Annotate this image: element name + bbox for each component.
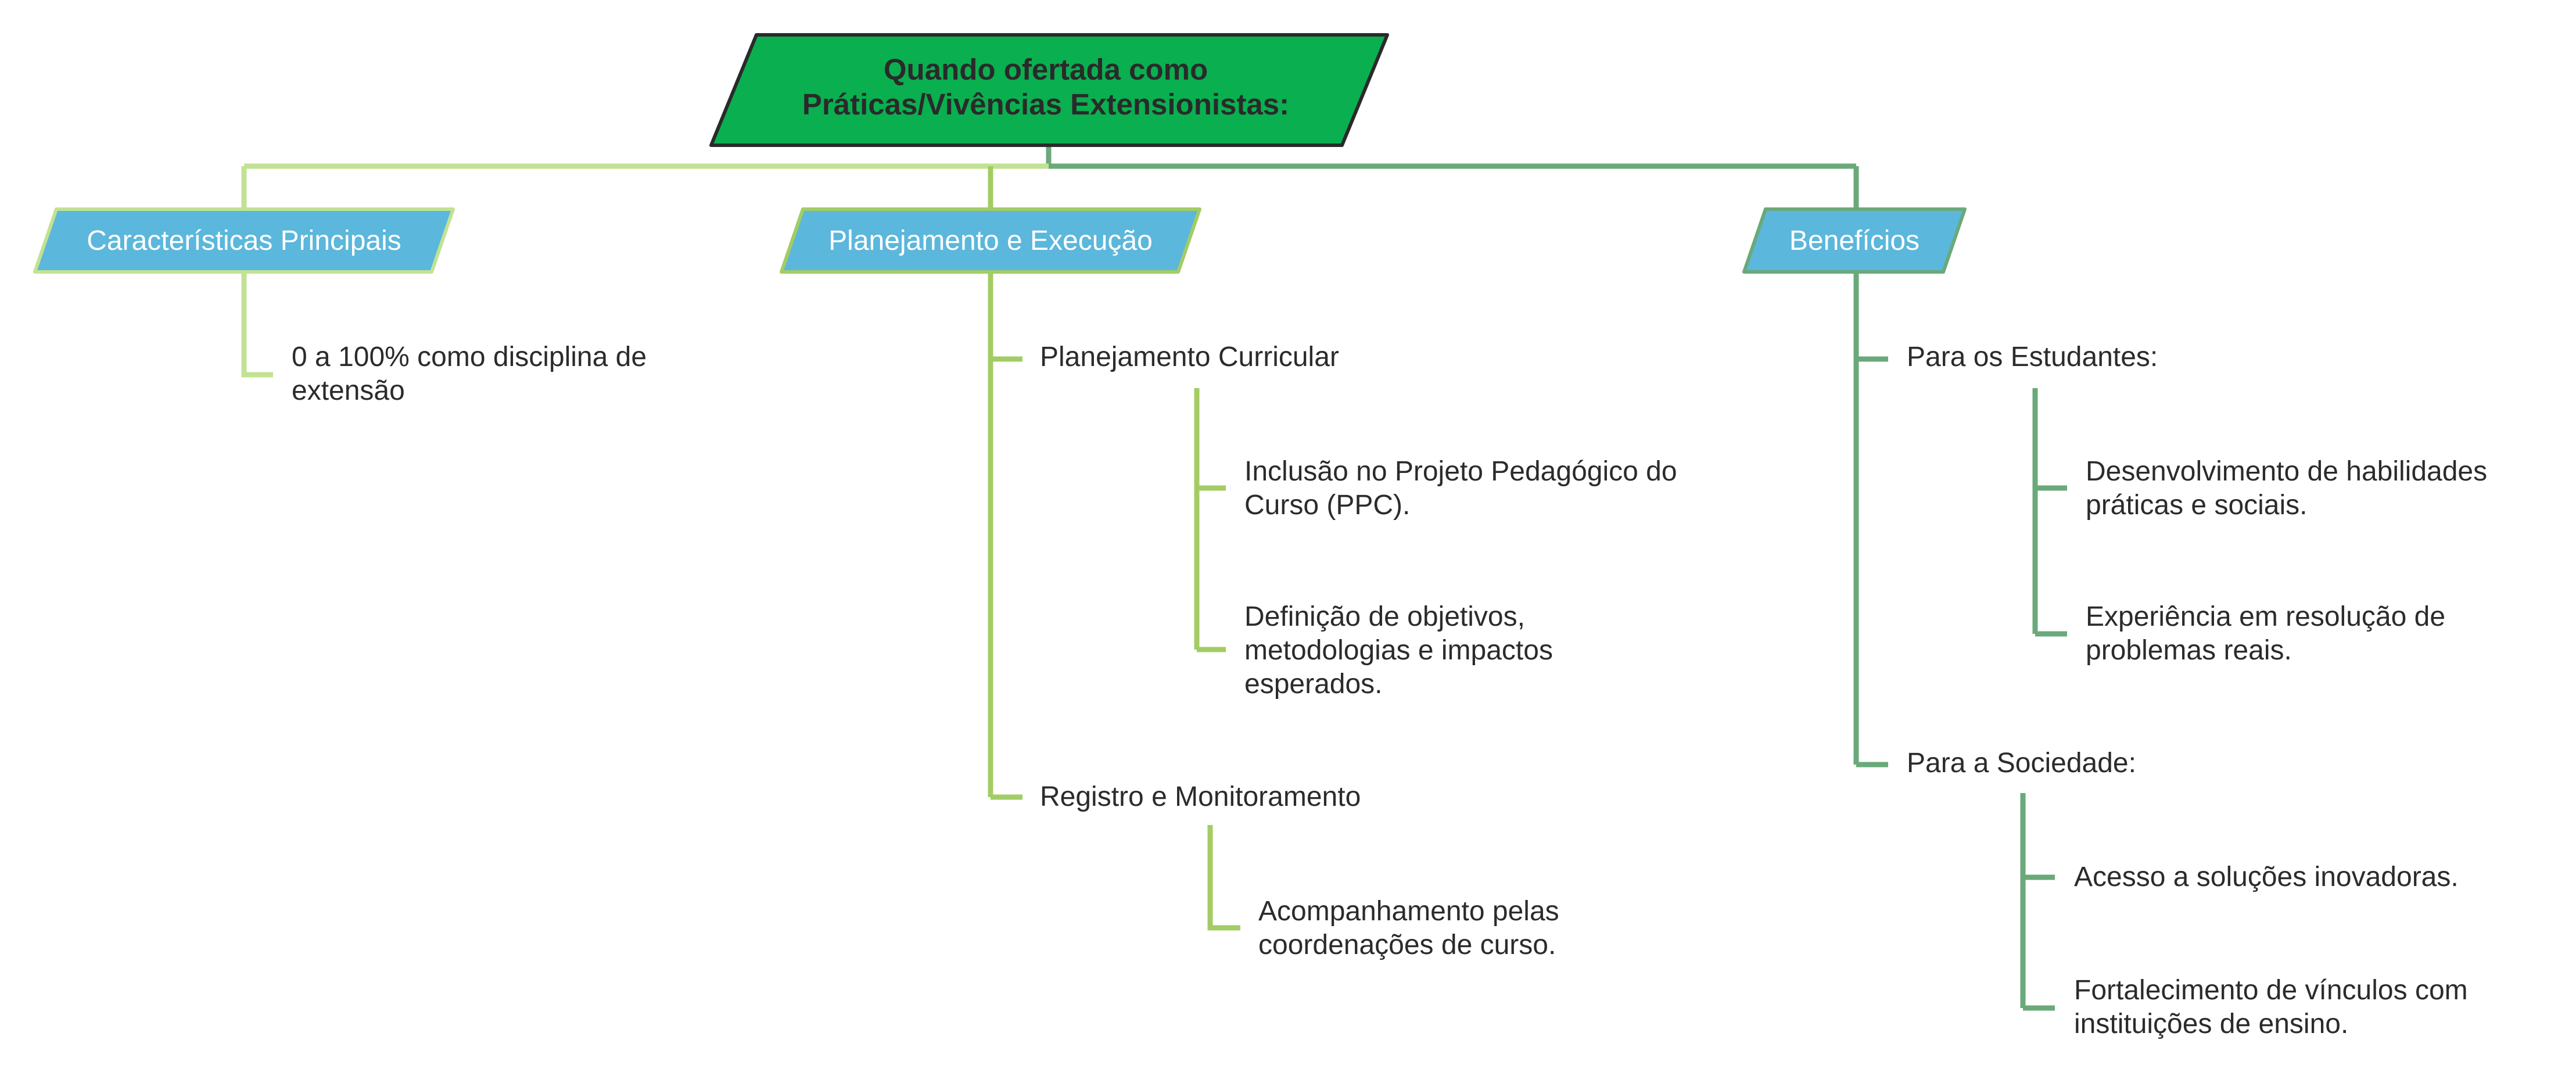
leaf-experiencia-problemas: Experiência em resolução de problemas re… [2086,601,2446,666]
connector-acompanhamento [1207,825,1240,931]
branch-planejamento-shape [780,207,1201,274]
branch-beneficios-label: Benefícios [1789,225,1920,256]
root-topic-text: Quando ofertada como Práticas/Vivências … [720,52,1371,122]
sub-para-estudantes: Para os Estudantes: [1907,342,2158,372]
connector-caracteristicas-leaf [241,272,273,378]
leaf-disciplina-extensao: 0 a 100% como disciplina de extensão [292,342,647,406]
root-topic-shape [709,33,1389,147]
branch-beneficios-shape [1742,207,1967,274]
sub-registro-monitoramento: Registro e Monitoramento [1040,781,1361,812]
leaf-definicao-objetivos: Definição de objetivos, metodologias e i… [1244,601,1553,700]
branch-planejamento-label: Planejamento e Execução [828,225,1153,256]
sub-para-sociedade: Para a Sociedade: [1907,748,2136,779]
leaf-desenvolvimento-habilidades: Desenvolvimento de habilidades práticas … [2086,456,2488,521]
root-line-1: Quando ofertada como [883,53,1208,86]
leaf-acompanhamento: Acompanhamento pelas coordenações de cur… [1258,896,1559,960]
leaf-inclusao-ppc: Inclusão no Projeto Pedagógico do Curso … [1244,456,1677,521]
leaf-acesso-solucoes: Acesso a soluções inovadoras. [2074,862,2459,892]
branch-caracteristicas-shape [33,207,455,274]
branch-caracteristicas-label: Características Principais [87,225,401,256]
leaf-fortalecimento-vinculos: Fortalecimento de vínculos com instituiç… [2074,975,2468,1039]
sub-planejamento-curricular: Planejamento Curricular [1040,342,1339,372]
root-line-2: Práticas/Vivências Extensionistas: [802,88,1290,121]
